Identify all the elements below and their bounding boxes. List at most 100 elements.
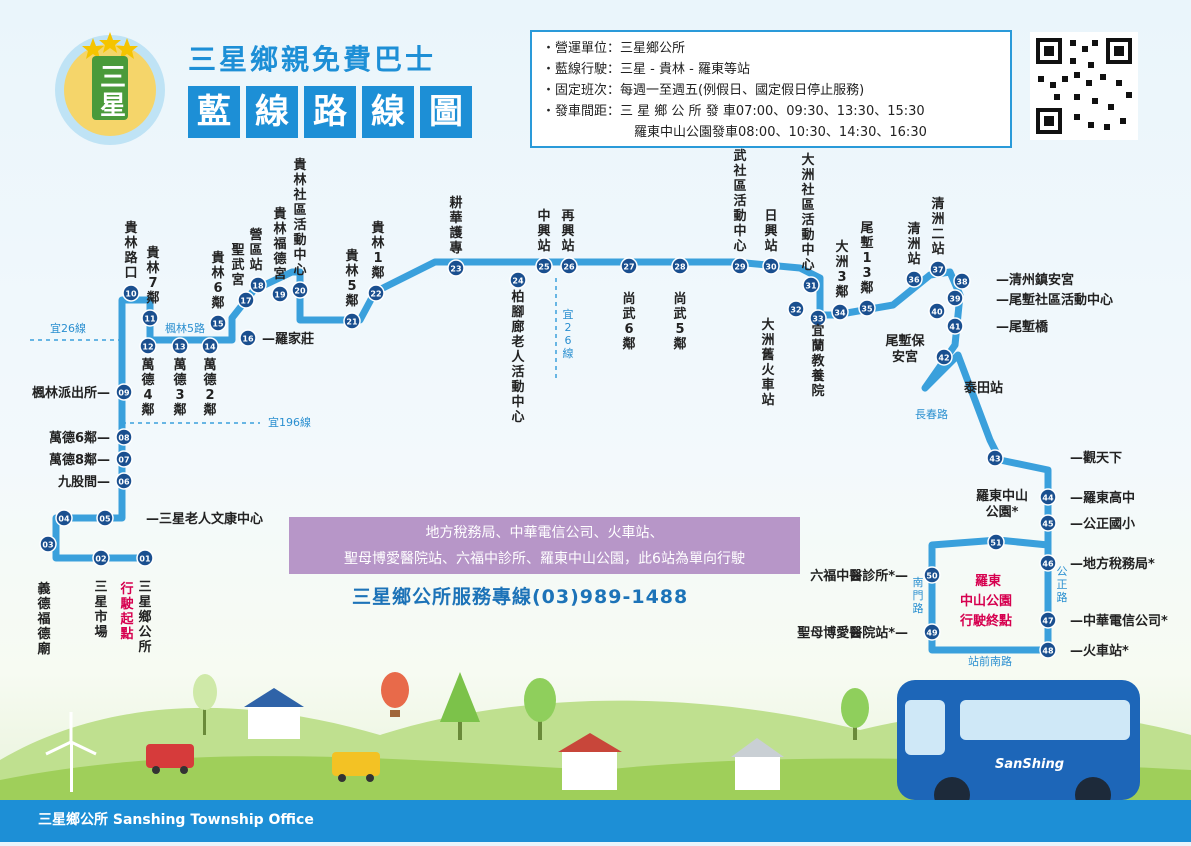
stop-24[interactable]: 24	[509, 271, 527, 289]
stop-31[interactable]: 31	[802, 276, 820, 294]
stop-21[interactable]: 21	[343, 312, 361, 330]
stop-42[interactable]: 42	[935, 348, 953, 366]
stop-label-char: 鄰	[203, 402, 216, 418]
stop-label-char: 洲	[907, 237, 920, 252]
stop-number: 19	[274, 291, 286, 300]
road-label: 宜196線	[268, 415, 311, 429]
stop-number: 43	[989, 455, 1000, 464]
stop-16[interactable]: 16	[239, 329, 257, 347]
stop-43[interactable]: 43	[986, 449, 1004, 467]
stop-50[interactable]: 50	[923, 566, 941, 584]
stop-number: 01	[139, 555, 151, 564]
stop-09[interactable]: 09	[115, 383, 133, 401]
stop-number: 13	[174, 343, 185, 352]
qr-code[interactable]	[1030, 32, 1138, 140]
stop-47[interactable]: 47	[1039, 611, 1057, 629]
stop-44[interactable]: 44	[1039, 488, 1057, 506]
service-hotline: 三星鄉公所服務專線(03)989-1488	[352, 586, 689, 608]
stop-label-char: 德	[173, 372, 186, 388]
stop-01[interactable]: 01	[136, 549, 154, 567]
stop-04[interactable]: 04	[55, 509, 73, 527]
stop-label-char: 社	[800, 182, 814, 198]
stop-05[interactable]: 05	[96, 509, 114, 527]
stop-49[interactable]: 49	[923, 623, 941, 641]
stop-label-char: 站	[561, 238, 574, 254]
stop-label-char: 區	[733, 179, 746, 194]
stop-label-char: 活	[511, 364, 524, 380]
stop-46[interactable]: 46	[1039, 554, 1057, 572]
stop-11[interactable]: 11	[141, 309, 159, 327]
stop-label-char: 站	[537, 238, 550, 254]
stop-36[interactable]: 36	[905, 270, 923, 288]
stop-number: 02	[95, 555, 106, 564]
stop-02[interactable]: 02	[92, 549, 110, 567]
page-title: 三星鄉親免費巴士	[188, 43, 437, 76]
subtitle-char: 路	[304, 86, 356, 138]
stop-30[interactable]: 30	[762, 257, 780, 275]
stop-number: 08	[118, 434, 130, 443]
stop-label: —尾塹橋	[996, 319, 1049, 335]
stop-28[interactable]: 28	[671, 257, 689, 275]
logo-plaque	[92, 56, 128, 120]
stop-32[interactable]: 32	[787, 300, 805, 318]
stop-label: 六福中醫診所*—	[810, 568, 908, 584]
stop-34[interactable]: 34	[831, 303, 849, 321]
one-way-notice-banner: 地方稅務局、中華電信公司、火車站、 聖母博愛醫院站、六福中診所、羅東中山公園，此…	[289, 517, 800, 574]
stop-17[interactable]: 17	[237, 291, 255, 309]
stop-label: —尾塹社區活動中心	[996, 292, 1113, 308]
stop-33[interactable]: 33	[809, 309, 827, 327]
stop-number: 38	[956, 278, 968, 287]
stop-label-char: 5	[347, 279, 356, 294]
stop-20[interactable]: 20	[291, 281, 309, 299]
stop-number: 37	[932, 266, 943, 275]
road-label: 線	[563, 346, 574, 360]
stop-41[interactable]: 41	[946, 317, 964, 335]
stop-label-char: 林	[211, 265, 224, 281]
stop-label-char: 宜	[811, 323, 824, 339]
stop-label-char: 林	[371, 235, 384, 251]
stop-40[interactable]: 40	[928, 302, 946, 320]
stop-12[interactable]: 12	[139, 337, 157, 355]
stop-29[interactable]: 29	[731, 257, 749, 275]
stop-19[interactable]: 19	[271, 285, 289, 303]
stop-label-char: 德	[203, 372, 216, 388]
stop-number: 22	[370, 290, 381, 299]
stop-label-char: 心	[733, 239, 746, 254]
stop-number: 10	[125, 290, 137, 299]
stop-03[interactable]: 03	[39, 535, 57, 553]
stop-35[interactable]: 35	[858, 299, 876, 317]
stop-08[interactable]: 08	[115, 428, 133, 446]
stop-38[interactable]: 38	[953, 272, 971, 290]
stop-18[interactable]: 18	[249, 276, 267, 294]
stop-39[interactable]: 39	[946, 289, 964, 307]
stop-06[interactable]: 06	[115, 472, 133, 490]
stop-22[interactable]: 22	[367, 284, 385, 302]
stop-label-char: 林	[124, 235, 137, 251]
stop-13[interactable]: 13	[171, 337, 189, 355]
stop-label: —火車站*	[1070, 643, 1129, 659]
stop-10[interactable]: 10	[122, 284, 140, 302]
stop-label-char: 洲	[761, 333, 774, 348]
stop-37[interactable]: 37	[929, 260, 947, 278]
stop-label-char: 德	[37, 626, 50, 642]
stop-label-char: 車	[761, 377, 774, 393]
labels-layer: 三星鄉公所行駛起點三星市場義德福德廟—三星老人文康中心九股間—萬德8鄰—萬德6鄰…	[32, 133, 1168, 659]
stop-27[interactable]: 27	[620, 257, 638, 275]
stop-number: 28	[674, 263, 686, 272]
stop-14[interactable]: 14	[201, 337, 219, 355]
stop-48[interactable]: 48	[1039, 641, 1057, 659]
house-icon	[731, 738, 784, 790]
stop-label-char: 6	[213, 281, 222, 296]
stop-15[interactable]: 15	[209, 314, 227, 332]
stop-51[interactable]: 51	[987, 533, 1005, 551]
star-icon	[82, 38, 104, 59]
stop-07[interactable]: 07	[115, 450, 133, 468]
info-row: ・藍線行駛：三星 - 貴林 - 羅東等站	[542, 62, 750, 77]
stop-label-char: 市	[94, 609, 107, 625]
stop-label-char: 活	[733, 193, 746, 209]
stop-25[interactable]: 25	[535, 257, 553, 275]
stop-23[interactable]: 23	[447, 259, 465, 277]
stop-number: 12	[142, 343, 153, 352]
stop-26[interactable]: 26	[560, 257, 578, 275]
stop-45[interactable]: 45	[1039, 514, 1057, 532]
